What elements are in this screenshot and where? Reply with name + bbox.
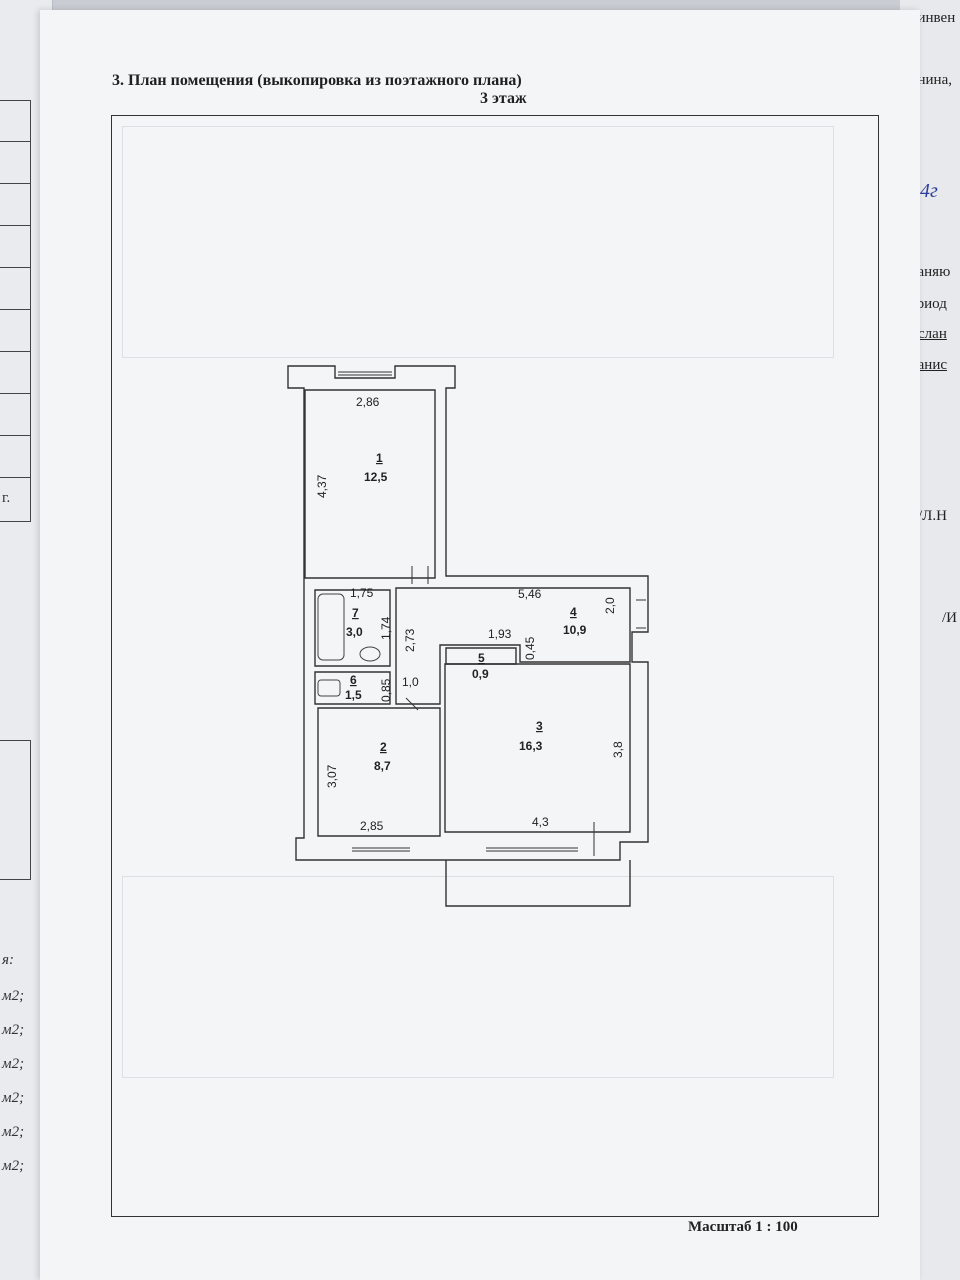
dim-room2-width: 2,85 [360,819,384,833]
room-2-area: 8,7 [374,759,391,773]
section-title: 3. План помещения (выкопировка из поэтаж… [112,72,522,89]
dim-room3-width: 4,3 [532,815,549,829]
room-5-number: 5 [478,651,485,665]
room-6-area: 1,5 [345,688,362,702]
sink-icon [317,679,341,697]
left-sheet-table [0,100,31,522]
room-5-outline [445,647,517,665]
room-4-area: 10,9 [563,623,587,637]
left-sheet-table-lower [0,740,31,880]
bathtub-icon [317,593,345,661]
left-sheet-unit: м2; [2,1056,25,1072]
room-6-outline [314,671,391,705]
dim-room7-length: 1,74 [379,616,393,640]
dim-room7-width: 1,75 [350,586,374,600]
room-2-number: 2 [380,740,387,754]
dim-room3-length: 3,8 [611,741,625,758]
toilet-icon [359,646,381,662]
room-4-number: 4 [570,605,577,619]
room-1-number: 1 [376,451,383,465]
room-1-outline [304,389,436,579]
dim-room6-width: 1,0 [402,675,419,689]
left-sheet-unit: м2; [2,1124,25,1140]
room-7-outline [314,589,391,667]
room-3-number: 3 [536,719,543,733]
show-through-table [122,126,834,358]
right-sheet-text: /И [942,610,957,626]
room-3-outline [444,663,631,833]
right-sheet-text: онина, [910,72,952,88]
show-through-table [122,876,834,1078]
dim-room5-depth: 0,45 [523,636,537,660]
left-sheet-unit: м2; [2,988,25,1004]
scale-label: Масштаб 1 : 100 [688,1219,798,1235]
plan-frame [111,115,879,1217]
room-5-area: 0,9 [472,667,489,681]
room-6-number: 6 [350,673,357,687]
balcony [445,860,631,907]
left-sheet-unit: м2; [2,1022,25,1038]
dim-room1-width: 2,86 [356,395,380,409]
room-7-area: 3,0 [346,625,363,639]
room-1-area: 12,5 [364,470,388,484]
left-sheet-unit: м2; [2,1158,25,1174]
dim-room6-depth: 0,85 [379,678,393,702]
right-sheet-text: хинвен [910,10,956,26]
dim-corridor-length: 2,73 [403,628,417,652]
right-sheet-text: раняю [910,264,951,280]
outer-wall [287,365,649,861]
dim-room2-length: 3,07 [325,764,339,788]
dim-room5-width: 1,93 [488,627,512,641]
dim-room1-length: 4,37 [315,474,329,498]
room-4-outline [395,587,631,705]
dim-room4-width: 5,46 [518,587,542,601]
room-7-number: 7 [352,606,359,620]
left-sheet-text: я: [2,952,14,968]
right-sheet-text: /Л.Н [918,508,947,524]
floor-label: 3 этаж [480,90,527,107]
room-3-area: 16,3 [519,739,543,753]
left-sheet-text: г. [2,490,11,506]
room-2-outline [317,707,441,837]
left-sheet-unit: м2; [2,1090,25,1106]
dim-room4-depth: 2,0 [603,597,617,614]
